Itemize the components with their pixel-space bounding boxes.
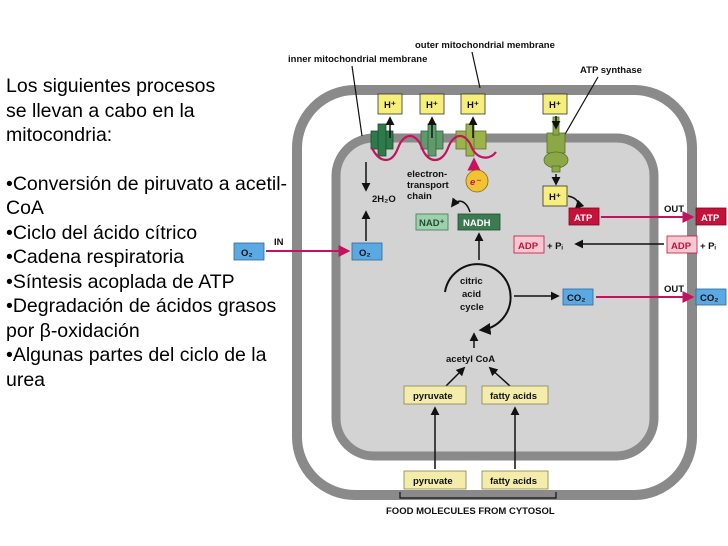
o2-box-outside [233,242,265,261]
proton-label-matrix: H⁺ [549,192,561,203]
atp-label-outside: ATP [701,213,720,224]
food-bracket [399,492,557,499]
citric-cycle-label-2: acid [462,289,481,300]
nadh-box [457,213,501,231]
co2-label-outside: CO₂ [700,293,718,304]
bullet-respiratory-chain: •Cadena respiratoria [6,246,185,268]
atp-box-outside [695,207,727,226]
citric-cycle-ring [444,263,512,335]
bullet-citric-cycle: •Ciclo del ácido cítrico [6,221,198,244]
fatty-acids-label-cytosol: fatty acids [490,476,537,487]
inner-membrane-label: inner mitochondrial membrane [288,54,427,65]
pyruvate-box-matrix [403,385,467,405]
proton-box-4 [542,93,568,115]
pi-label-outside: + Pᵢ [700,241,717,252]
adp-box-outside [666,235,698,254]
atp-out-label: OUT [664,204,684,215]
adp-label-inside: ADP [518,241,539,252]
atp-box-inside [568,207,600,226]
slide-title: Los siguientes procesos se llevan a cabo… [6,75,216,146]
acetyl-coa-label: acetyl CoA [446,354,495,365]
atp-label-inside: ATP [574,213,593,224]
bullet-atp-synthesis: •Síntesis acoplada de ATP [6,270,235,293]
etc-label-2: transport [407,180,450,191]
outer-membrane-leader [471,51,481,89]
proton-to-atp-arrow [567,195,585,210]
pi-label-inside: + Pᵢ [547,241,564,252]
bullet-beta-oxidation: •Degradación de ácidos grasos por β-oxid… [6,295,277,342]
pyruvate-label-cytosol: pyruvate [413,476,453,487]
atp-synthase-label: ATP synthase [580,65,642,76]
pyruvate-label-matrix: pyruvate [413,391,453,402]
proton-box-matrix [542,185,568,207]
proton-label-1: H⁺ [384,100,396,111]
co2-box-outside [695,288,727,306]
pyruvate-to-acetyl-arrow [445,366,466,387]
citric-cycle-label-1: citric [460,276,483,287]
slide-text: Los siguientes procesos se llevan a cabo… [6,74,296,392]
o2-label-inside: O₂ [359,248,371,259]
fatty-acids-label-matrix: fatty acids [490,391,537,402]
adp-box-inside [513,235,545,254]
nad-box [415,213,449,231]
adp-label-outside: ADP [671,241,692,252]
co2-label-inside: CO₂ [567,293,585,304]
proton-box-3 [460,93,486,115]
fatty-acids-box-matrix [481,385,549,405]
nadh-label: NADH [463,218,491,229]
proton-label-4: H⁺ [549,100,561,111]
inner-membrane-leader [351,65,363,137]
food-molecules-label: FOOD MOLECULES FROM CYTOSOL [386,506,555,517]
co2-out-label: OUT [664,284,684,295]
nadh-to-nad-arrow [450,197,471,213]
proton-box-2 [419,93,445,115]
citric-cycle-label-3: cycle [460,302,484,313]
etc-label-1: electron- [407,169,447,180]
fatty-to-acetyl-arrow [488,366,511,387]
proton-box-1 [377,93,403,115]
bullet-pyruvate-conversion: •Conversión de piruvato a acetil-CoA [6,172,288,220]
outer-membrane-label: outer mitochondrial membrane [415,40,555,51]
bullet-urea-cycle: •Algunas partes del ciclo de la urea [6,344,267,391]
o2-in-label: IN [274,237,284,248]
co2-box-inside [562,288,594,306]
pyruvate-box-cytosol [403,470,467,490]
o2-label-outside: O₂ [241,248,253,259]
proton-label-2: H⁺ [426,100,438,111]
proton-label-3: H⁺ [467,100,479,111]
water-label: 2H₂O [372,194,396,205]
atp-synthase-leader [563,76,599,137]
o2-box-inside [351,242,383,261]
electron-path [371,134,497,162]
etc-complexes [370,123,487,157]
nad-label: NAD⁺ [419,218,445,229]
fatty-acids-box-cytosol [481,470,549,490]
electron-label: e⁻ [470,177,481,188]
electron-circle [465,169,489,193]
etc-label-3: chain [407,191,432,202]
